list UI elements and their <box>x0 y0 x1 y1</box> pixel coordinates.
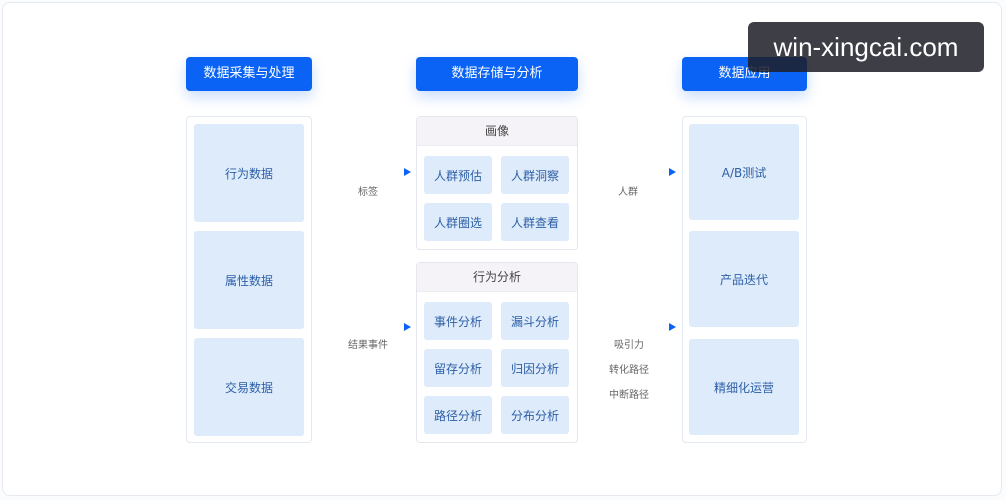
arrow-result-events <box>323 323 411 331</box>
result-events-label: 结果事件 <box>348 340 388 351</box>
retention-analysis-chip: 留存分析 <box>424 349 492 387</box>
arrow-attraction <box>588 323 676 331</box>
tags-label: 标签 <box>358 187 378 198</box>
path-analysis-chip: 路径分析 <box>424 396 492 434</box>
crowd-estimate-chip: 人群预估 <box>424 156 492 194</box>
funnel-analysis-chip: 漏斗分析 <box>501 302 569 340</box>
crowd-view-chip: 人群查看 <box>501 203 569 241</box>
arrow-crowd <box>595 168 676 176</box>
event-analysis-chip: 事件分析 <box>424 302 492 340</box>
behavior-panel: 行为分析 事件分析 漏斗分析 留存分析 归因分析 路径分析 分布分析 <box>416 262 578 443</box>
watermark: win-xingcai.com <box>748 22 984 72</box>
break-path-label: 中断路径 <box>609 390 649 401</box>
collect-header: 数据采集与处理 <box>186 57 312 91</box>
ab-test-tile: A/B测试 <box>689 124 799 220</box>
attribute-data-tile: 属性数据 <box>194 231 304 329</box>
crowd-select-chip: 人群圈选 <box>424 203 492 241</box>
profile-panel-title: 画像 <box>417 117 577 146</box>
distribution-analysis-chip: 分布分析 <box>501 396 569 434</box>
behavior-data-tile: 行为数据 <box>194 124 304 222</box>
product-iteration-tile: 产品迭代 <box>689 231 799 327</box>
attribution-analysis-chip: 归因分析 <box>501 349 569 387</box>
arrow-tags <box>330 168 411 176</box>
transaction-data-tile: 交易数据 <box>194 338 304 436</box>
profile-panel: 画像 人群预估 人群洞察 人群圈选 人群查看 <box>416 116 578 250</box>
crowd-label: 人群 <box>618 187 638 198</box>
crowd-insight-chip: 人群洞察 <box>501 156 569 194</box>
storage-header: 数据存储与分析 <box>416 57 578 91</box>
behavior-panel-title: 行为分析 <box>417 263 577 292</box>
conversion-path-label: 转化路径 <box>609 365 649 376</box>
attraction-label: 吸引力 <box>614 340 644 351</box>
fine-operation-tile: 精细化运营 <box>689 339 799 435</box>
